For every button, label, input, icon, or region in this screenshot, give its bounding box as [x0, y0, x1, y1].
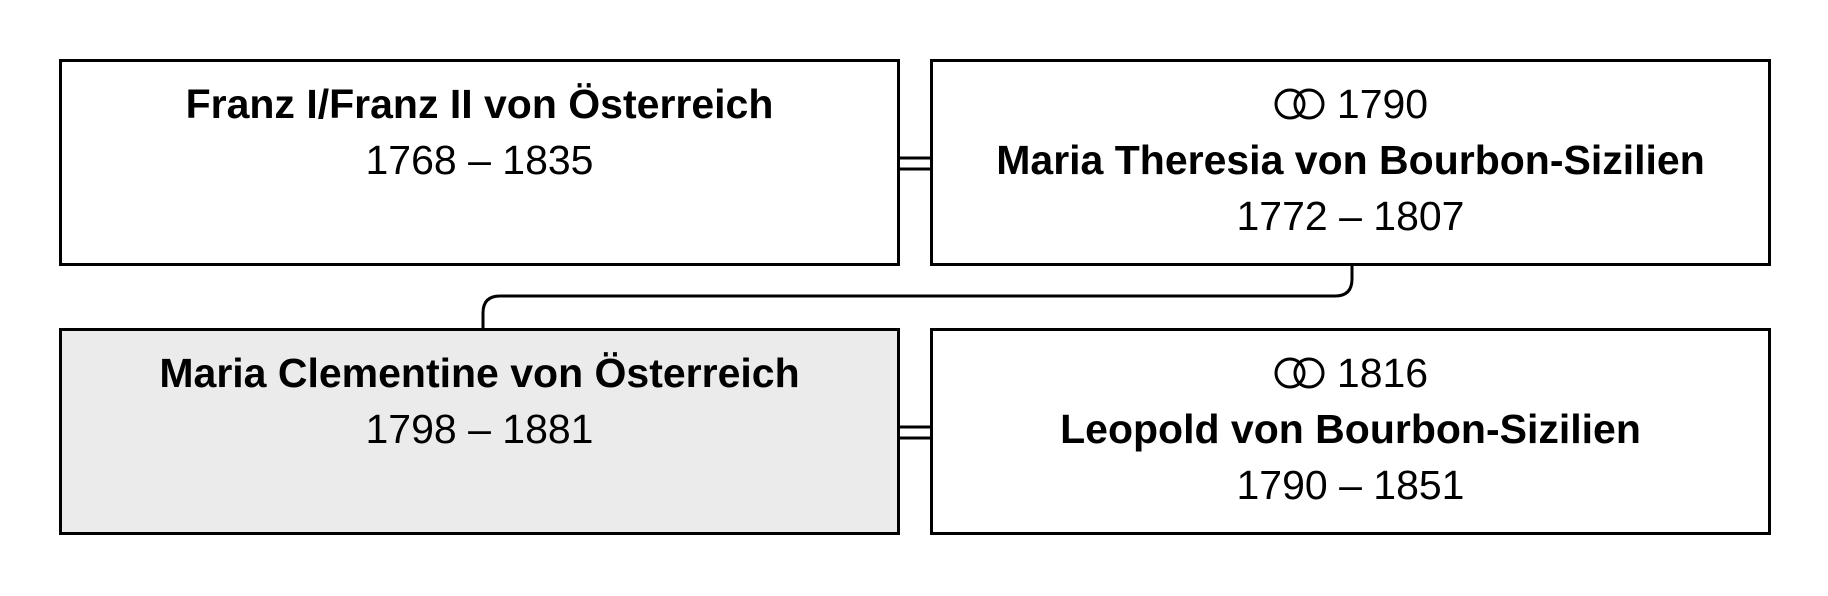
father-box[interactable]: Franz I/Franz II von Österreich 1768 – 1…	[59, 59, 900, 266]
mother-name: Maria Theresia von Bourbon-Sizilien	[996, 137, 1705, 183]
father-name: Franz I/Franz II von Österreich	[185, 81, 774, 127]
marriage-rings-icon	[1274, 88, 1325, 120]
spouse-marriage-row: 1816	[933, 345, 1768, 401]
marriage-rings-icon	[1274, 357, 1325, 389]
spouse-marriage-year: 1816	[1336, 350, 1429, 396]
spouse-name: Leopold von Bourbon-Sizilien	[1060, 406, 1641, 452]
mother-dates: 1772 – 1807	[1236, 193, 1465, 239]
father-dates: 1768 – 1835	[365, 137, 594, 183]
descent-line	[481, 265, 1354, 328]
spouse-box[interactable]: 1816 Leopold von Bourbon-Sizilien 1790 –…	[930, 328, 1771, 535]
mother-box[interactable]: 1790 Maria Theresia von Bourbon-Sizilien…	[930, 59, 1771, 266]
subject-name: Maria Clementine von Österreich	[159, 350, 800, 396]
spouse-dates: 1790 – 1851	[1236, 462, 1465, 508]
mother-marriage-year: 1790	[1336, 81, 1429, 127]
subject-dates: 1798 – 1881	[365, 406, 594, 452]
mother-marriage-row: 1790	[933, 76, 1768, 132]
subject-box[interactable]: Maria Clementine von Österreich 1798 – 1…	[59, 328, 900, 535]
